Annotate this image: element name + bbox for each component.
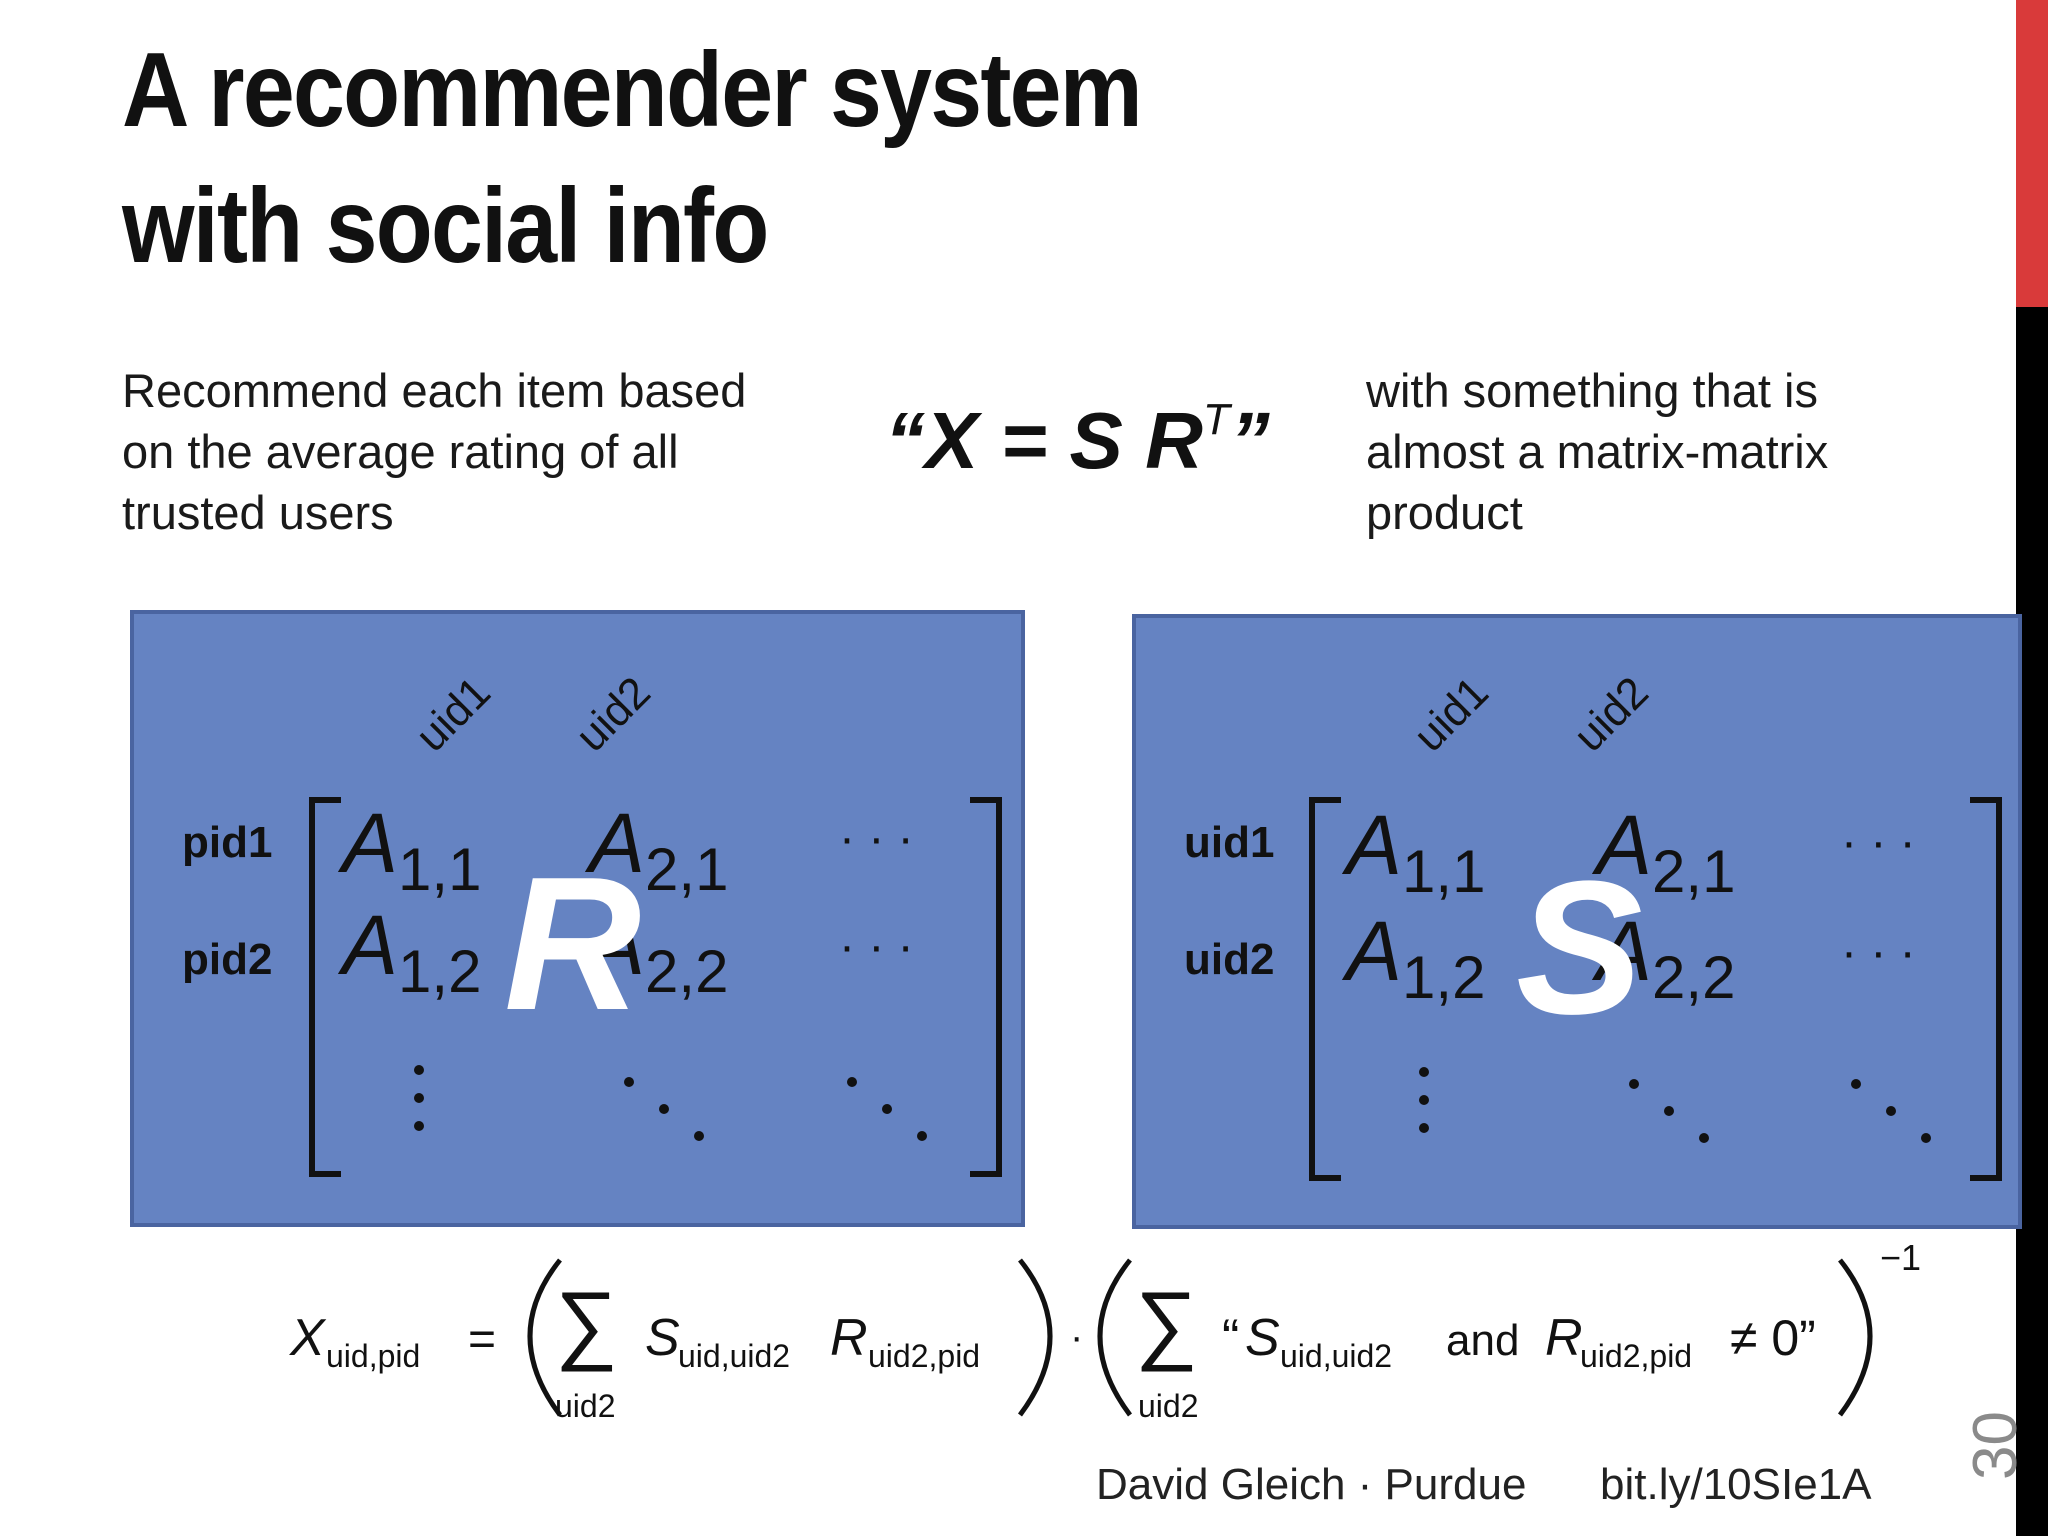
equation-r-term-2: R	[1545, 1309, 1583, 1367]
matrix-r-entry-1-2: A1,2	[337, 898, 481, 1005]
matrix-r-vdots	[414, 1065, 424, 1131]
description-left-line-1: Recommend each item based	[122, 364, 747, 417]
matrix-r-ddots-right	[847, 1077, 927, 1141]
matrix-s-left-bracket	[1309, 797, 1341, 1181]
matrix-s-hdots-1: · · ·	[1841, 816, 1916, 869]
matrix-r-big-letter: R	[504, 838, 641, 1050]
matrix-r-entry-2-1: A2,1	[584, 796, 728, 903]
matrix-s-panel: uid1 uid2 uid1 uid2 A1,1 A2,1 A1,2 A2,2 …	[1132, 614, 2022, 1229]
matrix-r-diagram: uid1 uid2 pid1 pid2 A1,1 A2,1 A1,2 A2,2 …	[182, 668, 1002, 1177]
matrix-r-right-bracket	[970, 797, 1002, 1177]
matrix-s-right-bracket	[1970, 797, 2002, 1181]
matrix-s-ddots-right	[1851, 1079, 1931, 1143]
equation-quote-open: “	[1222, 1309, 1239, 1367]
equation-s-subscript: uid,uid2	[678, 1338, 790, 1374]
matrix-r-col-label-2: uid2	[566, 668, 659, 761]
matrix-r-left-bracket	[309, 797, 341, 1177]
equation-neq-zero: ≠ 0”	[1730, 1310, 1816, 1366]
matrix-s-big-letter: S	[1516, 842, 1643, 1054]
matrix-s-vdots	[1419, 1067, 1429, 1133]
matrix-r-col-label-1: uid1	[406, 668, 499, 761]
title-line-2: with social info	[122, 167, 769, 285]
equation-x-subscript: uid,pid	[326, 1338, 420, 1374]
sum-subscript-2: uid2	[1138, 1388, 1199, 1424]
description-left: Recommend each item based on the average…	[122, 360, 822, 543]
slide-number: 30	[1961, 1411, 2030, 1480]
equation-s-term-2: S	[1245, 1309, 1280, 1367]
equation-r-subscript: uid2,pid	[868, 1338, 980, 1374]
description-right-line-3: product	[1366, 486, 1523, 539]
matrix-s-col-label-1: uid1	[1404, 668, 1497, 761]
left-paren-2	[1097, 1258, 1133, 1417]
matrix-r-hdots-2: · · ·	[839, 920, 914, 973]
formula-quote: “X = S RT”	[885, 395, 1270, 487]
matrix-s-diagram: uid1 uid2 uid1 uid2 A1,1 A2,1 A1,2 A2,2 …	[1184, 668, 2002, 1181]
matrix-s-ddots-center	[1629, 1079, 1709, 1143]
matrix-r-entry-1-1: A1,1	[337, 796, 481, 903]
equation-s-subscript-2: uid,uid2	[1280, 1338, 1392, 1374]
matrix-s-entry-2-1: A2,1	[1591, 798, 1735, 905]
matrix-r-entry-2-2: A2,2	[584, 898, 728, 1005]
equation-s-term: S	[645, 1309, 680, 1367]
matrix-s-entry-2-2: A2,2	[1591, 904, 1735, 1011]
equation-and: and	[1446, 1316, 1519, 1365]
matrix-r-panel: uid1 uid2 pid1 pid2 A1,1 A2,1 A1,2 A2,2 …	[130, 610, 1025, 1227]
sidebar-accent-red	[2016, 0, 2048, 307]
formula-quote-transpose: T	[1202, 395, 1230, 444]
sum-symbol-1: ∑	[555, 1273, 618, 1372]
equation-dot: ·	[1070, 1315, 1083, 1359]
description-left-line-2: on the average rating of all	[122, 425, 679, 478]
matrix-s-entry-1-2: A1,2	[1341, 904, 1485, 1011]
equation-r-term: R	[830, 1309, 868, 1367]
right-paren-2	[1837, 1258, 1873, 1417]
footer-author: David Gleich · Purdue	[1096, 1460, 1527, 1509]
equation-x: X	[289, 1309, 327, 1367]
matrix-s-row-label-1: uid1	[1184, 818, 1274, 867]
description-right: with something that is almost a matrix-m…	[1366, 360, 2006, 543]
left-paren-1	[527, 1258, 563, 1417]
aggregation-equation: X uid,pid = ∑ uid2 S uid,uid2 R uid2,pid…	[289, 1237, 1921, 1424]
matrix-r-row-label-1: pid1	[182, 818, 272, 867]
equation-exponent: −1	[1880, 1237, 1921, 1278]
description-right-line-2: almost a matrix-matrix	[1366, 425, 1829, 478]
matrix-s-hdots-2: · · ·	[1841, 926, 1916, 979]
formula-quote-main: “X = S R	[885, 396, 1203, 485]
title-line-1: A recommender system	[122, 31, 1143, 149]
right-paren-1	[1017, 1258, 1053, 1417]
equation-r-subscript-2: uid2,pid	[1580, 1338, 1692, 1374]
matrix-s-col-label-2: uid2	[1564, 668, 1657, 761]
equation-equals: =	[468, 1313, 496, 1366]
formula-quote-close: ”	[1229, 396, 1270, 485]
matrix-s-row-label-2: uid2	[1184, 935, 1274, 984]
sum-subscript-1: uid2	[555, 1388, 616, 1424]
sum-symbol-2: ∑	[1135, 1273, 1198, 1372]
matrix-r-ddots-center	[624, 1077, 704, 1141]
footer-link[interactable]: bit.ly/10SIe1A	[1600, 1460, 1872, 1509]
slide-title: A recommender system with social info	[122, 22, 1178, 294]
description-left-line-3: trusted users	[122, 486, 394, 539]
matrix-r-row-label-2: pid2	[182, 935, 272, 984]
description-right-line-1: with something that is	[1366, 364, 1818, 417]
matrix-r-hdots-1: · · ·	[839, 812, 914, 865]
matrix-s-entry-1-1: A1,1	[1341, 798, 1485, 905]
